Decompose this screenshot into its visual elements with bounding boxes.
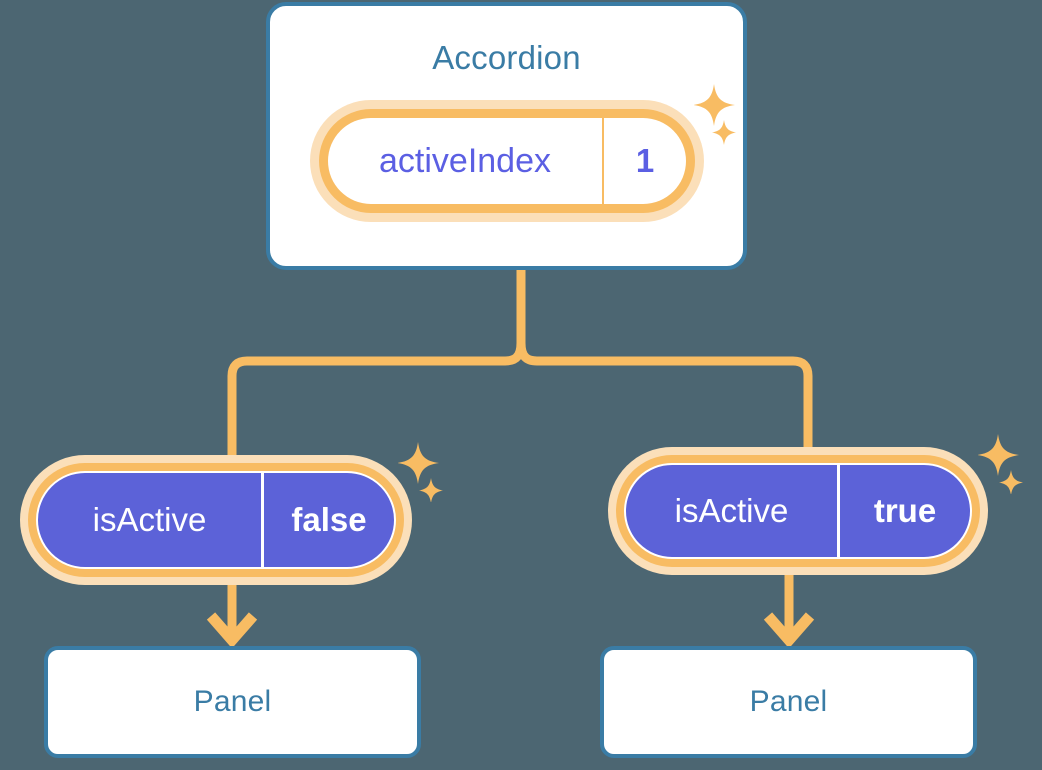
- state-pill-body: isActive false: [36, 471, 396, 569]
- panel-title-right: Panel: [749, 685, 828, 718]
- state-key-is-active-right: isActive: [626, 465, 840, 557]
- sparkle-icon: [398, 442, 443, 502]
- state-pill-is-active-false[interactable]: isActive false: [20, 455, 412, 585]
- state-pill-body: isActive true: [624, 463, 972, 559]
- panel-node-card-right[interactable]: Panel: [600, 646, 977, 758]
- panel-node-card-left[interactable]: Panel: [44, 646, 421, 758]
- accordion-title: Accordion: [432, 39, 581, 76]
- state-value-active-index: 1: [635, 142, 655, 179]
- state-pill-ring: isActive false: [28, 463, 404, 577]
- state-pill-active-index[interactable]: activeIndex 1: [310, 100, 704, 222]
- state-value-is-active-right: true: [873, 492, 937, 529]
- panel-title-left: Panel: [193, 685, 272, 718]
- state-pill-is-active-true[interactable]: isActive true: [608, 447, 988, 575]
- state-pill-body: activeIndex 1: [328, 118, 686, 204]
- state-pill-ring: activeIndex 1: [319, 109, 695, 213]
- state-value-is-active-left: false: [291, 501, 367, 538]
- state-key-active-index: activeIndex: [328, 118, 604, 204]
- state-key-is-active-left: isActive: [38, 473, 264, 567]
- sparkle-icon: [978, 434, 1023, 494]
- state-pill-ring: isActive true: [616, 455, 980, 567]
- sparkle-icon: [694, 84, 736, 145]
